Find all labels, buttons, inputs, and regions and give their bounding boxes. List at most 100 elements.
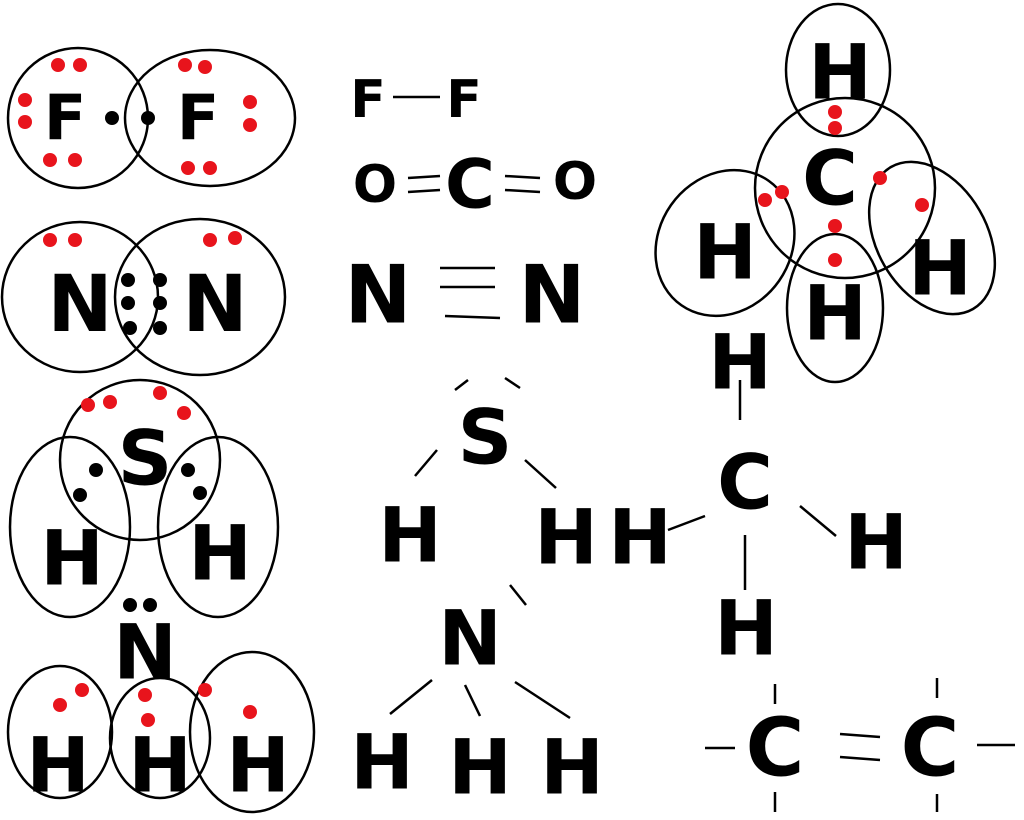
lone-electron-dot	[828, 105, 842, 119]
atom-label: F	[44, 82, 86, 155]
shared-electron-dot	[73, 488, 87, 502]
lone-electron-dot	[203, 161, 217, 175]
lone-electron-dot	[81, 398, 95, 412]
bond-line	[504, 376, 521, 390]
orbital-outline	[8, 435, 132, 619]
atom-label: H	[808, 28, 872, 117]
atom-label: O	[553, 152, 597, 212]
lone-electron-dot	[828, 253, 842, 267]
lone-electron-dot	[243, 705, 257, 719]
atom-label: H	[844, 498, 908, 587]
atom-label: C	[717, 438, 773, 527]
orbital-outline	[108, 676, 212, 800]
atom-label: N	[47, 260, 112, 350]
shared-electron-dot	[153, 296, 167, 310]
atom-label: F	[350, 70, 386, 130]
bond-line	[389, 679, 433, 715]
atom-label: N	[182, 260, 247, 350]
atom-label: H	[534, 493, 598, 582]
shared-electron-dot	[89, 463, 103, 477]
bond-line	[504, 188, 541, 194]
lone-electron-dot	[828, 219, 842, 233]
lone-electron-dot	[18, 115, 32, 129]
lone-electron-dot	[758, 193, 772, 207]
lone-electron-dot	[68, 233, 82, 247]
bond-line	[839, 755, 881, 762]
atom-label: N	[519, 249, 586, 342]
lone-electron-dot	[138, 688, 152, 702]
shared-electron-dot	[181, 463, 195, 477]
shared-electron-dot	[153, 321, 167, 335]
orbital-outline	[654, 168, 796, 318]
bond-line	[463, 684, 482, 717]
lone-electron-dot	[198, 683, 212, 697]
lone-electron-dot	[43, 153, 57, 167]
atom-label: H	[128, 721, 192, 810]
atom-label: C	[445, 146, 495, 225]
shared-electron-dot	[121, 296, 135, 310]
atom-label: H	[540, 723, 604, 812]
atom-label: N	[438, 594, 502, 683]
atom-label: H	[188, 509, 252, 598]
shared-electron-dot	[121, 273, 135, 287]
atom-label: S	[458, 393, 513, 482]
lone-electron-dot	[228, 231, 242, 245]
lone-electron-dot	[203, 233, 217, 247]
orbital-outline	[753, 96, 937, 280]
atom-label: H	[226, 721, 290, 810]
atom-label: H	[40, 514, 104, 603]
orbital-outline	[867, 160, 997, 316]
atom-label: H	[26, 721, 90, 810]
lone-electron-dot	[181, 161, 195, 175]
atom-label: N	[345, 249, 412, 342]
bond-line	[667, 514, 706, 532]
atom-label: C	[901, 702, 960, 795]
atom-label: F	[446, 70, 482, 130]
atom-label: S	[118, 414, 173, 503]
lone-electron-dot	[73, 58, 87, 72]
lone-electron-dot	[53, 698, 67, 712]
shared-electron-dot	[141, 111, 155, 125]
atom-label: C	[746, 702, 805, 795]
bond-line	[799, 505, 837, 537]
bond-line	[514, 680, 571, 720]
orbital-outline	[113, 217, 287, 377]
atom-label: H	[693, 208, 757, 297]
lone-electron-dot	[243, 95, 257, 109]
atom-label: C	[802, 134, 858, 223]
lone-electron-dot	[51, 58, 65, 72]
bond-line	[454, 379, 469, 391]
atom-label: H	[448, 723, 512, 812]
atom-label: H	[908, 224, 972, 313]
lone-electron-dot	[75, 683, 89, 697]
atom-label: H	[350, 718, 414, 807]
lone-electron-dot	[141, 713, 155, 727]
lone-electron-dot	[243, 118, 257, 132]
atom-label: H	[378, 491, 442, 580]
orbital-outline	[156, 435, 280, 619]
shared-electron-dot	[143, 598, 157, 612]
bond-line	[509, 584, 527, 606]
orbital-outline	[785, 232, 885, 384]
shared-electron-dot	[123, 321, 137, 335]
lone-electron-dot	[177, 406, 191, 420]
bond-line	[444, 314, 501, 320]
atom-label: H	[803, 269, 867, 358]
atom-label: O	[353, 155, 397, 215]
bond-line	[407, 188, 441, 194]
lone-electron-dot	[915, 198, 929, 212]
orbital-outline	[58, 378, 222, 542]
lone-electron-dot	[178, 58, 192, 72]
bond-line	[414, 449, 438, 477]
orbital-outline	[123, 48, 297, 188]
shared-electron-dot	[153, 273, 167, 287]
orbital-outline	[6, 664, 114, 800]
lone-electron-dot	[103, 395, 117, 409]
lone-electron-dot	[68, 153, 82, 167]
lone-electron-dot	[828, 121, 842, 135]
shared-electron-dot	[123, 598, 137, 612]
atom-label: H	[608, 493, 672, 582]
lone-electron-dot	[198, 60, 212, 74]
